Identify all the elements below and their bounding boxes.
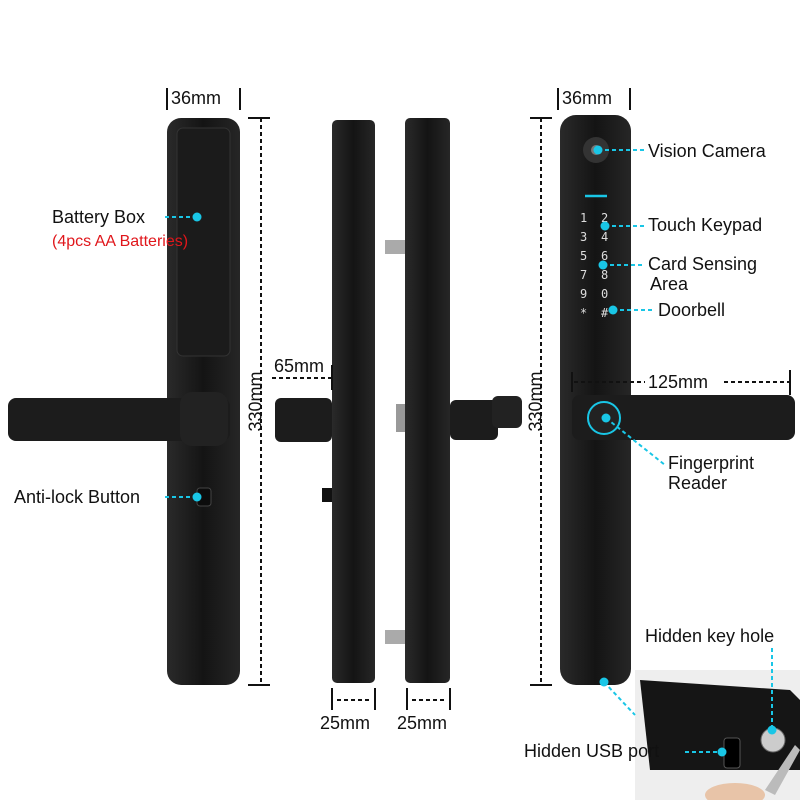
anti-lock-label: Anti-lock Button xyxy=(14,487,141,507)
hidden-usb-label: Hidden USB port xyxy=(524,741,660,761)
keypad-key: 3 xyxy=(580,230,587,244)
vision-camera-label: Vision Camera xyxy=(648,141,766,161)
callout-lines xyxy=(165,149,773,753)
side-view-handle xyxy=(275,120,375,683)
left-width-label: 36mm xyxy=(171,88,222,108)
keypad-key: 9 xyxy=(580,287,587,301)
keypad-key: # xyxy=(601,306,609,320)
fingerprint-label-2: Reader xyxy=(668,473,728,493)
thickness-label-1: 25mm xyxy=(320,713,371,733)
keypad-key: 4 xyxy=(601,230,608,244)
left-height-label: 330mm xyxy=(245,371,266,432)
touch-keypad-label: Touch Keypad xyxy=(648,215,763,235)
front-panel xyxy=(560,115,795,685)
doorbell-label: Doorbell xyxy=(658,300,726,320)
back-panel xyxy=(8,118,240,685)
battery-note: (4pcs AA Batteries) xyxy=(52,233,189,250)
keypad-key: 6 xyxy=(601,249,608,263)
right-width-label: 36mm xyxy=(562,88,613,108)
card-sensing-label-2: Area xyxy=(650,274,689,294)
battery-box-label: Battery Box xyxy=(52,207,146,227)
inset-photo xyxy=(635,670,800,800)
handle-length-label: 125mm xyxy=(648,372,709,392)
keypad-key: 5 xyxy=(580,249,587,263)
hidden-key-hole-label: Hidden key hole xyxy=(645,626,775,646)
keypad-key: 8 xyxy=(601,268,608,282)
keypad-key: 7 xyxy=(580,268,587,282)
right-height-label: 330mm xyxy=(525,371,546,432)
spindle-length-label: 65mm xyxy=(274,356,325,376)
fingerprint-label-1: Fingerprint xyxy=(668,453,755,473)
keypad-key: 0 xyxy=(601,287,608,301)
side-view-bolts xyxy=(385,118,522,683)
card-sensing-label-1: Card Sensing xyxy=(648,254,758,274)
thickness-label-2: 25mm xyxy=(397,713,448,733)
callout-dots xyxy=(192,145,777,757)
keypad-key: 1 xyxy=(580,211,587,225)
keypad-key: 2 xyxy=(601,211,608,225)
keypad-key: * xyxy=(580,306,587,320)
dimension-lines xyxy=(166,88,791,710)
